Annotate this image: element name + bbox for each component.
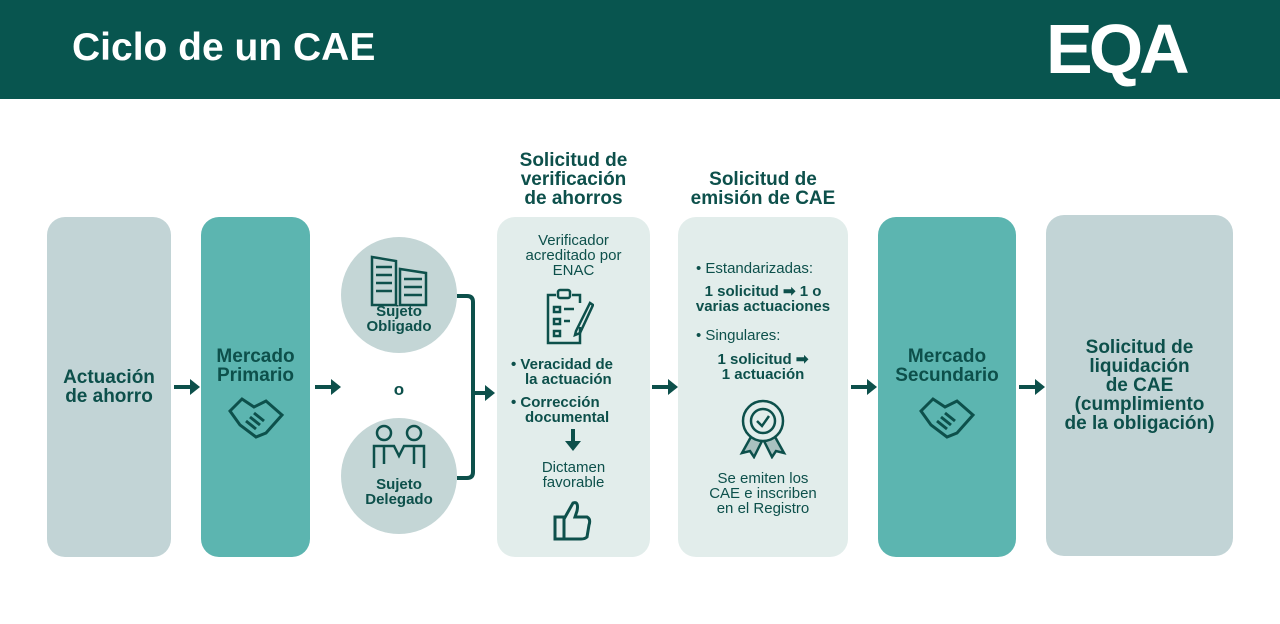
sujeto-delegado: Sujeto Delegado [341, 418, 457, 534]
arrow-right-icon [1019, 379, 1045, 395]
label: Sujeto [376, 476, 422, 493]
singulares-rule: 1 solicitud ➡1 actuación [717, 351, 809, 383]
handshake-icon [919, 397, 976, 439]
merge-bracket [457, 294, 495, 480]
label: (cumplimiento [1074, 394, 1205, 415]
title-line: de ahorros [524, 188, 623, 209]
label: Delegado [365, 491, 433, 508]
title-line: verificación [520, 169, 627, 190]
arrow-right-icon [851, 379, 877, 395]
step-mercado-secundario: Mercado Secundario [878, 217, 1016, 557]
page-title: Ciclo de un CAE [72, 26, 376, 69]
step-liquidacion: Solicitud de liquidación de CAE (cumplim… [1046, 215, 1233, 556]
label: Secundario [895, 365, 999, 386]
arrow-down-icon [565, 429, 581, 451]
arrow-right-icon: ➡ [782, 283, 796, 300]
label: Sujeto [376, 303, 422, 320]
title-line: Solicitud de [709, 169, 817, 190]
eqa-logo: EQA [1046, 10, 1190, 88]
singulares-label: • Singulares: [696, 327, 781, 344]
label: Actuación [63, 367, 155, 388]
arrow-right-icon [174, 379, 200, 395]
verificacion-title: Solicitud de verificación de ahorros [497, 151, 650, 208]
sujeto-obligado: Sujeto Obligado [341, 237, 457, 353]
people-handshake-icon [372, 424, 426, 468]
buildings-icon [370, 255, 428, 307]
label: Mercado [907, 346, 987, 367]
label: Obligado [366, 318, 432, 335]
arrow-right-icon [315, 379, 341, 395]
handshake-icon [227, 397, 284, 439]
award-badge-icon [739, 399, 787, 459]
label: de CAE [1105, 375, 1174, 396]
title-line: Solicitud de [519, 150, 628, 171]
label: Primario [216, 365, 295, 386]
step-actuacion: Actuación de ahorro [47, 217, 171, 557]
estandarizadas-label: • Estandarizadas: [696, 260, 813, 277]
label: de la obligación) [1064, 413, 1215, 434]
title-line: emisión de CAE [690, 188, 836, 209]
step-mercado-primario: Mercado Primario [201, 217, 310, 557]
label: Solicitud de [1085, 337, 1194, 358]
clipboard-icon [546, 288, 594, 345]
or-label: o [393, 380, 405, 399]
thumbs-up-icon [553, 501, 592, 541]
label: liquidación [1089, 356, 1190, 377]
emision-title: Solicitud de emisión de CAE [678, 170, 848, 208]
arrow-right-icon [652, 379, 678, 395]
label: Mercado [216, 346, 295, 367]
arrow-right-icon: ➡ [795, 351, 809, 368]
label: de ahorro [65, 386, 153, 407]
header: Ciclo de un CAE EQA [0, 0, 1280, 99]
